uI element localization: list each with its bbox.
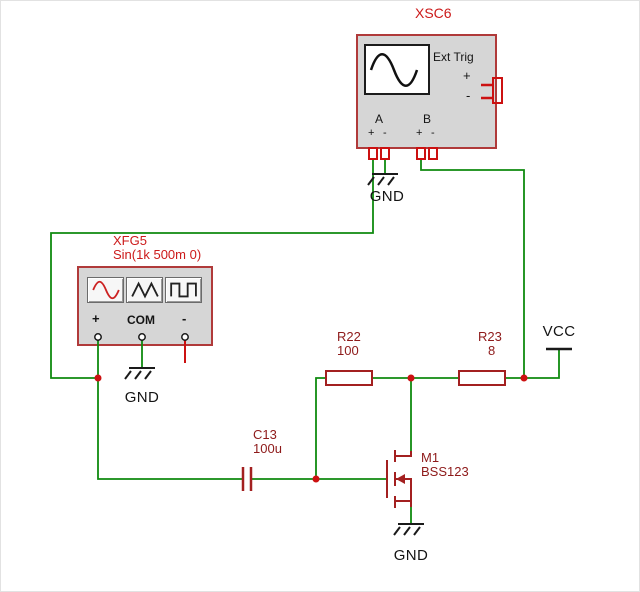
fg-minus-sign: - — [182, 311, 187, 326]
scope-b-minus-terminal[interactable] — [428, 147, 438, 160]
mosfet-arrow — [396, 474, 405, 484]
pins — [184, 77, 503, 363]
component-ref-r22: R22 — [337, 329, 361, 344]
sine-wave-icon — [91, 280, 120, 300]
function-generator-setting-label: Sin(1k 500m 0) — [113, 247, 202, 262]
ground-symbol[interactable] — [124, 367, 156, 380]
oscilloscope-ref-label: XSC6 — [415, 5, 452, 21]
channel-a-minus-sign: - — [383, 127, 387, 139]
gnd-label-scope: GND — [369, 188, 405, 205]
ext-trig-label: Ext Trig — [433, 50, 474, 64]
channel-a-label: A — [375, 112, 384, 126]
sine-wave-button[interactable] — [87, 277, 124, 303]
ground-symbol[interactable] — [393, 523, 425, 536]
wire-scope-a-to-fg-plus[interactable] — [50, 159, 374, 379]
component-ref-r23: R23 — [478, 329, 502, 344]
components — [124, 173, 572, 536]
junction-dot — [312, 475, 320, 483]
component-ref-m1: M1 — [421, 450, 440, 465]
component-value-c13: 100u — [253, 441, 282, 456]
scope-a-minus-terminal[interactable] — [380, 147, 390, 160]
channel-b-label: B — [423, 112, 432, 126]
component-value-r22: 100 — [337, 343, 359, 358]
channel-a-plus-sign: + — [368, 127, 375, 139]
channel-b-minus-sign: - — [431, 127, 435, 139]
scope-a-plus-terminal[interactable] — [368, 147, 378, 160]
triangle-wave-icon — [130, 281, 159, 299]
scope-b-plus-terminal[interactable] — [416, 147, 426, 160]
fg-plus-terminal[interactable] — [94, 333, 102, 341]
capacitor-c13-body[interactable] — [241, 467, 253, 491]
gnd-label-fg: GND — [124, 389, 160, 406]
component-ref-c13: C13 — [253, 427, 277, 442]
junction-dot — [94, 374, 102, 382]
resistor-r22-body[interactable] — [325, 370, 373, 386]
junction-dot — [520, 374, 528, 382]
vcc-label: VCC — [542, 323, 576, 340]
function-generator-xfg5[interactable] — [77, 266, 213, 346]
oscilloscope-xsc6[interactable] — [356, 34, 497, 149]
mosfet-m1-body[interactable] — [386, 450, 412, 508]
fg-plus-sign: + — [92, 311, 100, 326]
component-value-m1: BSS123 — [421, 464, 469, 479]
wire-fg-to-c13[interactable] — [97, 378, 243, 480]
triangle-wave-button[interactable] — [126, 277, 163, 303]
function-generator-ref-label: XFG5 — [113, 233, 147, 248]
junctions — [94, 374, 528, 483]
resistor-r23-body[interactable] — [458, 370, 506, 386]
ext-trig-minus-sign: - — [466, 88, 471, 103]
wire-r23-to-vcc[interactable] — [505, 350, 560, 379]
fg-minus-terminal[interactable] — [181, 333, 189, 341]
oscilloscope-display — [364, 44, 430, 95]
wire-r22-left-branch[interactable] — [315, 377, 326, 479]
gnd-label-m1: GND — [393, 547, 429, 564]
junction-dot — [407, 374, 415, 382]
component-value-r23: 8 — [488, 343, 496, 358]
ext-trig-plus-sign: + — [463, 68, 471, 83]
square-wave-button[interactable] — [165, 277, 202, 303]
sine-wave-icon — [369, 53, 419, 87]
channel-b-plus-sign: + — [416, 127, 423, 139]
fg-com-label: COM — [127, 313, 155, 327]
fg-com-terminal[interactable] — [138, 333, 146, 341]
fg-terminals — [94, 333, 189, 341]
square-wave-icon — [169, 282, 197, 298]
wire-scope-b-to-node[interactable] — [420, 159, 525, 378]
ext-trig-connector-icon[interactable] — [481, 77, 503, 104]
